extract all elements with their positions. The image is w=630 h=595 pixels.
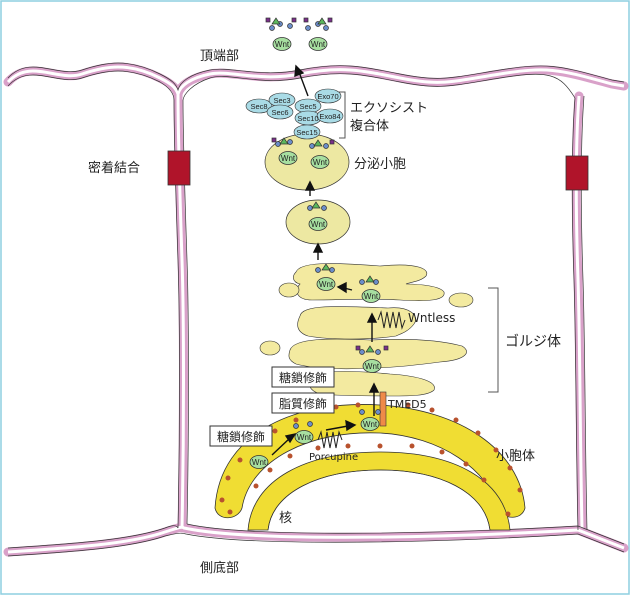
diagram-labels: 頂端部 密着結合 エクソシスト 複合体 分泌小胞 ゴルジ体 Wntless TM… bbox=[88, 49, 561, 576]
golgi-bracket bbox=[488, 287, 499, 393]
exocyst-complex bbox=[245, 88, 344, 140]
svg-text:Wnt: Wnt bbox=[297, 433, 312, 442]
porcupine-coil bbox=[317, 430, 343, 449]
svg-text:Wnt: Wnt bbox=[365, 362, 380, 371]
wnt-golgi-2: Wnt bbox=[361, 289, 381, 303]
exocyst-sec8: Sec8 bbox=[250, 102, 267, 111]
label-glycosylation-golgi: 糖鎖修飾 bbox=[279, 370, 327, 385]
svg-text:Wnt: Wnt bbox=[311, 220, 326, 229]
exocyst-sec15: Sec15 bbox=[296, 128, 317, 137]
wnt-transport: Wnt bbox=[308, 217, 328, 231]
label-porcupine: Porcupine bbox=[309, 452, 358, 463]
er-and-nucleus bbox=[214, 404, 526, 531]
label-lipid-modification: 脂質修飾 bbox=[279, 396, 327, 411]
svg-text:Wnt: Wnt bbox=[364, 292, 379, 301]
glycan-decorations bbox=[265, 17, 389, 429]
exocyst-sec6: Sec6 bbox=[271, 108, 288, 117]
wnt-er-2: Wnt bbox=[294, 430, 314, 444]
label-exocyst-2: 複合体 bbox=[350, 118, 389, 134]
modification-boxes: 糖鎖修飾 脂質修飾 糖鎖修飾 bbox=[209, 366, 335, 447]
svg-text:Wnt: Wnt bbox=[311, 40, 326, 49]
exocyst-sec10: Sec10 bbox=[297, 114, 318, 123]
wnt-secretory-1: Wnt bbox=[278, 151, 298, 165]
tmed5-receptor bbox=[379, 391, 387, 427]
svg-text:Wnt: Wnt bbox=[313, 158, 328, 167]
label-exocyst: エクソシスト bbox=[350, 101, 428, 116]
wnt-golgi-1: Wnt bbox=[316, 277, 336, 291]
tight-junction-right bbox=[565, 155, 589, 191]
label-er: 小胞体 bbox=[496, 449, 535, 464]
label-basolateral: 側底部 bbox=[200, 560, 239, 576]
label-glycosylation-er: 糖鎖修飾 bbox=[217, 429, 265, 444]
wnt-er-1: Wnt bbox=[249, 455, 269, 469]
exocyst-bracket bbox=[339, 91, 346, 139]
svg-text:Wnt: Wnt bbox=[275, 40, 290, 49]
tight-junction-left bbox=[167, 150, 191, 186]
wnt-proteins: Wnt Wnt Wnt Wnt Wnt Wnt Wnt Wnt Wnt Wnt … bbox=[249, 37, 382, 469]
svg-text:Wnt: Wnt bbox=[281, 154, 296, 163]
svg-text:Wnt: Wnt bbox=[363, 420, 378, 429]
membrane-highlight bbox=[6, 65, 625, 554]
label-secretory-vesicle: 分泌小胞 bbox=[354, 157, 406, 172]
svg-text:Wnt: Wnt bbox=[252, 458, 267, 467]
label-wntless: Wntless bbox=[408, 311, 455, 325]
transport-arrows bbox=[271, 64, 380, 456]
wnt-apical-1: Wnt bbox=[272, 37, 292, 51]
label-tight-junction: 密着結合 bbox=[88, 160, 140, 176]
membrane-outline bbox=[7, 62, 625, 557]
exocyst-sec5: Sec5 bbox=[299, 102, 316, 111]
exocyst-sec3: Sec3 bbox=[273, 96, 290, 105]
svg-text:Wnt: Wnt bbox=[319, 280, 334, 289]
label-nucleus: 核 bbox=[279, 511, 292, 526]
exocyst-exo70: Exo70 bbox=[317, 92, 338, 101]
wnt-apical-2: Wnt bbox=[308, 37, 328, 51]
wnt-er-3: Wnt bbox=[360, 417, 380, 431]
wntless-coil bbox=[377, 310, 406, 330]
exocyst-subunit-labels: Sec8 Sec3 Sec6 Sec5 Exo70 Sec10 Exo84 Se… bbox=[250, 92, 340, 137]
label-golgi: ゴルジ体 bbox=[505, 333, 561, 350]
wnt-secretory-2: Wnt bbox=[310, 155, 330, 169]
label-apical: 頂端部 bbox=[200, 49, 239, 64]
golgi-cisterna-2 bbox=[297, 306, 416, 340]
label-tmed5: TMED5 bbox=[387, 398, 427, 411]
wnt-golgi-3: Wnt bbox=[362, 359, 382, 373]
exocyst-exo84: Exo84 bbox=[319, 112, 340, 121]
